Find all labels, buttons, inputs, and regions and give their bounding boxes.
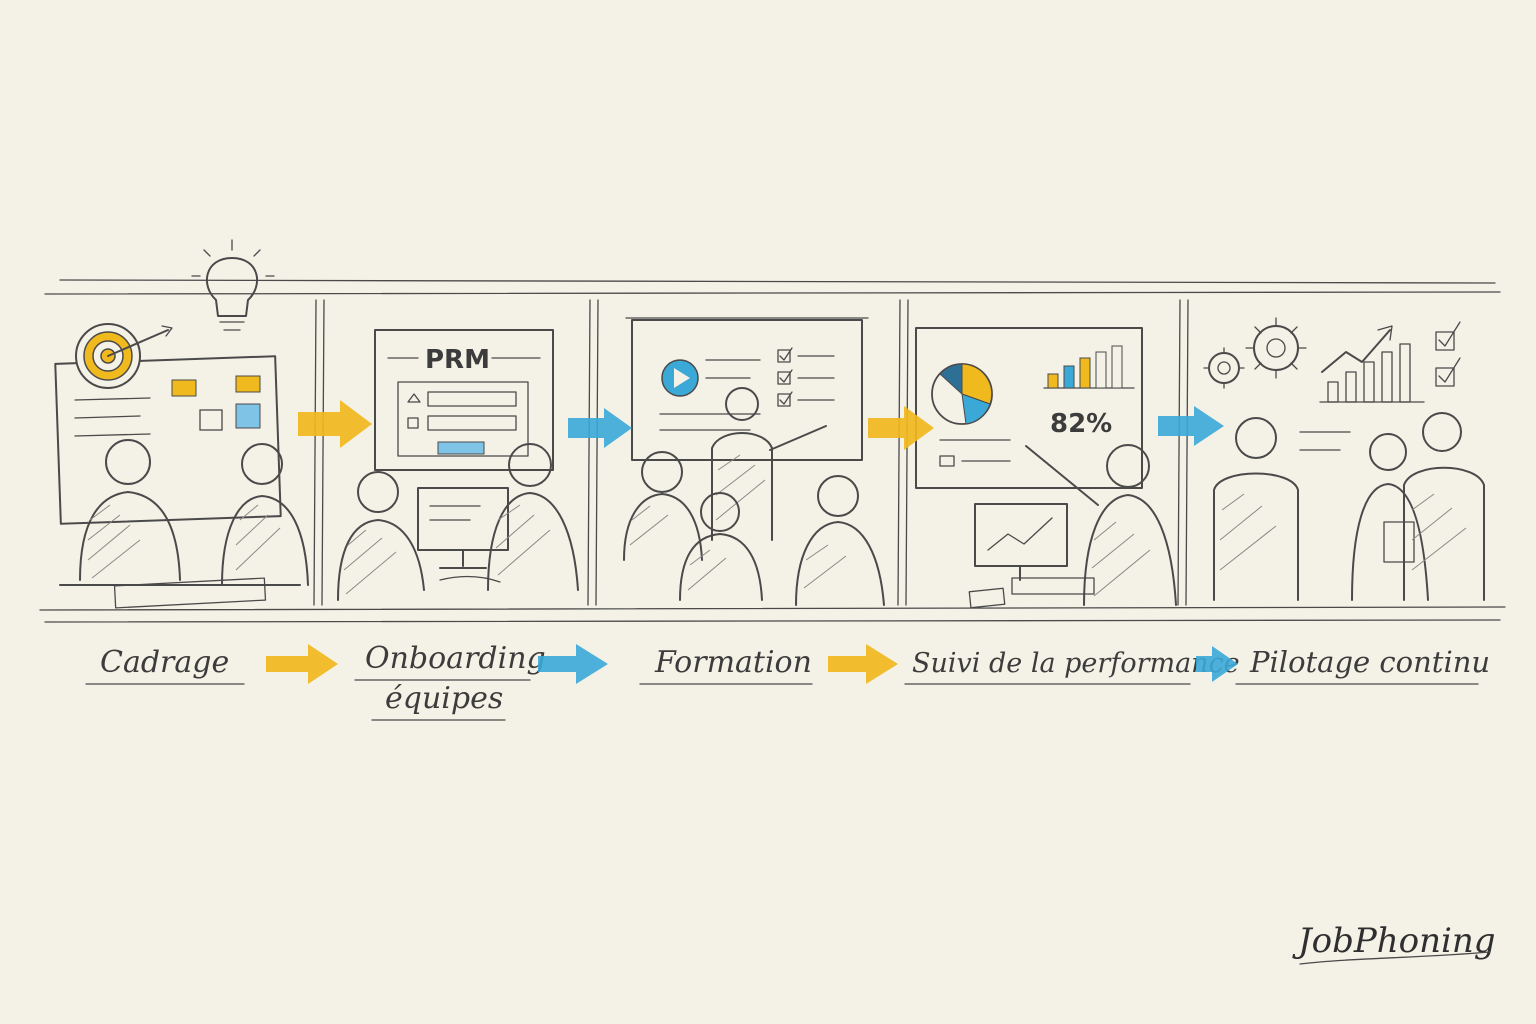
label-arrow-1 [266,644,338,684]
monitor-icon [974,503,1095,595]
step-label-performance: Suivi de la performance [912,648,1240,679]
lightbulb-icon [191,239,275,331]
panel-pilotage [1203,317,1485,601]
step-label-pilotage: Pilotage continu [1249,645,1490,679]
step-label-onboarding-line2: équipes [385,681,503,716]
label-arrows [266,644,1238,684]
panel-arrow-2 [568,408,632,448]
panel-onboarding: PRM [337,329,579,601]
label-arrow-3 [828,644,898,684]
panel-formation [623,317,885,606]
panel-arrow-4 [1158,406,1224,446]
checklist-icon [1435,321,1461,387]
panel-cadrage [54,239,309,609]
bar-chart-icon [1043,345,1135,389]
checklist-icon [777,347,835,407]
panel-arrow-1 [298,400,372,448]
pie-chart-icon [931,363,993,425]
monitor-icon [417,487,509,569]
panel-arrows [298,400,1224,450]
step-labels: Cadrage Onboarding équipes Formation Sui… [85,641,1490,721]
gear-icon [1203,317,1307,389]
step-label-formation: Formation [654,645,812,680]
brand-logo: JobPhoning [1292,921,1496,965]
trend-arrow-icon [1319,325,1425,403]
brand-name: JobPhoning [1292,921,1496,961]
target-icon [75,323,173,389]
label-arrow-4 [1196,646,1238,682]
screen-label-prm: PRM [425,345,490,375]
panel-frame [39,279,1506,623]
panel-arrow-3 [868,406,934,450]
step-label-cadrage: Cadrage [100,645,229,680]
label-arrow-2 [538,644,608,684]
step-label-onboarding-line1: Onboarding [365,641,546,676]
play-icon [661,359,699,397]
screen-label-percent: 82% [1050,409,1112,439]
panel-performance: 82% [915,327,1177,609]
